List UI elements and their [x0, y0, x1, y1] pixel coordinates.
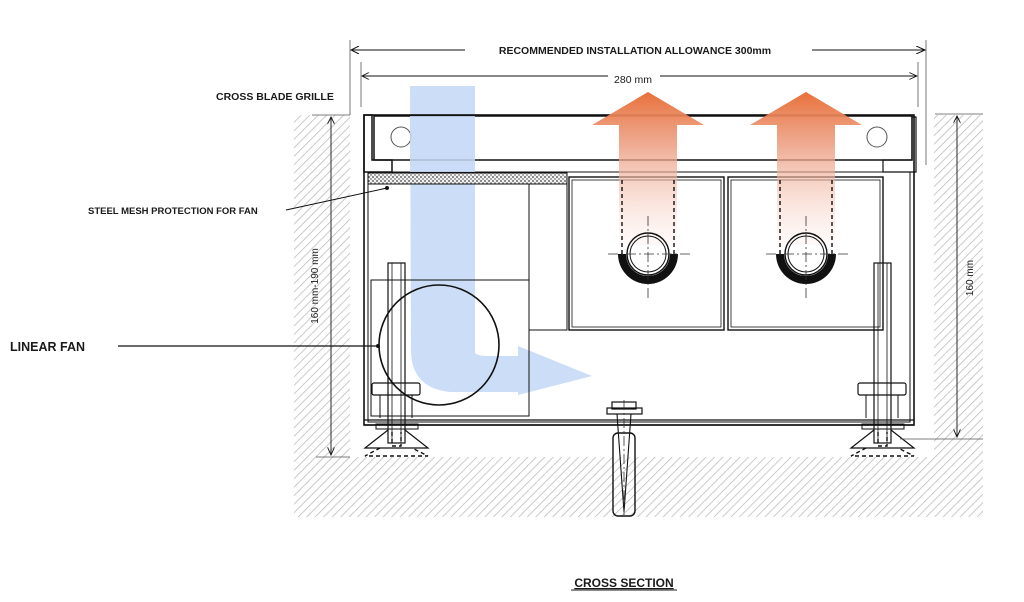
unit-width-label: 280 mm — [614, 74, 652, 86]
warm-air-arrow-icon — [750, 92, 862, 245]
steel-mesh-protection — [367, 172, 568, 185]
left-depth-label: 160 mm-190 mm — [310, 248, 321, 324]
right-depth-label: 160 mm — [965, 260, 976, 296]
steel-mesh-leader-line — [285, 187, 388, 211]
leader-dot — [376, 344, 380, 348]
heating-pipe-left-icon — [608, 180, 690, 298]
installation-allowance-dimension: RECOMMENDED INSTALLATION ALLOWANCE 300mm — [349, 40, 927, 165]
warm-air-arrow-icon — [592, 92, 704, 245]
linear-fan-label: LINEAR FAN — [10, 340, 85, 354]
steel-mesh-label: STEEL MESH PROTECTION FOR FAN — [88, 206, 258, 217]
levelling-foot-left — [363, 262, 430, 457]
diagram-title: CROSS SECTION — [574, 576, 673, 590]
grille-fixing-hole-icon — [866, 126, 888, 148]
cross-blade-grille-label: CROSS BLADE GRILLE — [216, 91, 334, 103]
right-depth-dimension: 160 mm — [900, 113, 983, 440]
leader-dot — [385, 186, 389, 190]
floor-anchor-bolt — [606, 400, 643, 517]
grille-fixing-hole-icon — [390, 126, 412, 148]
floor-hatching — [294, 115, 983, 517]
unit-width-dimension: 280 mm — [360, 62, 919, 107]
left-depth-dimension: 160 mm-190 mm — [310, 114, 350, 458]
heating-pipe-right-icon — [766, 180, 848, 298]
installation-allowance-label: RECOMMENDED INSTALLATION ALLOWANCE 300mm — [499, 45, 771, 57]
